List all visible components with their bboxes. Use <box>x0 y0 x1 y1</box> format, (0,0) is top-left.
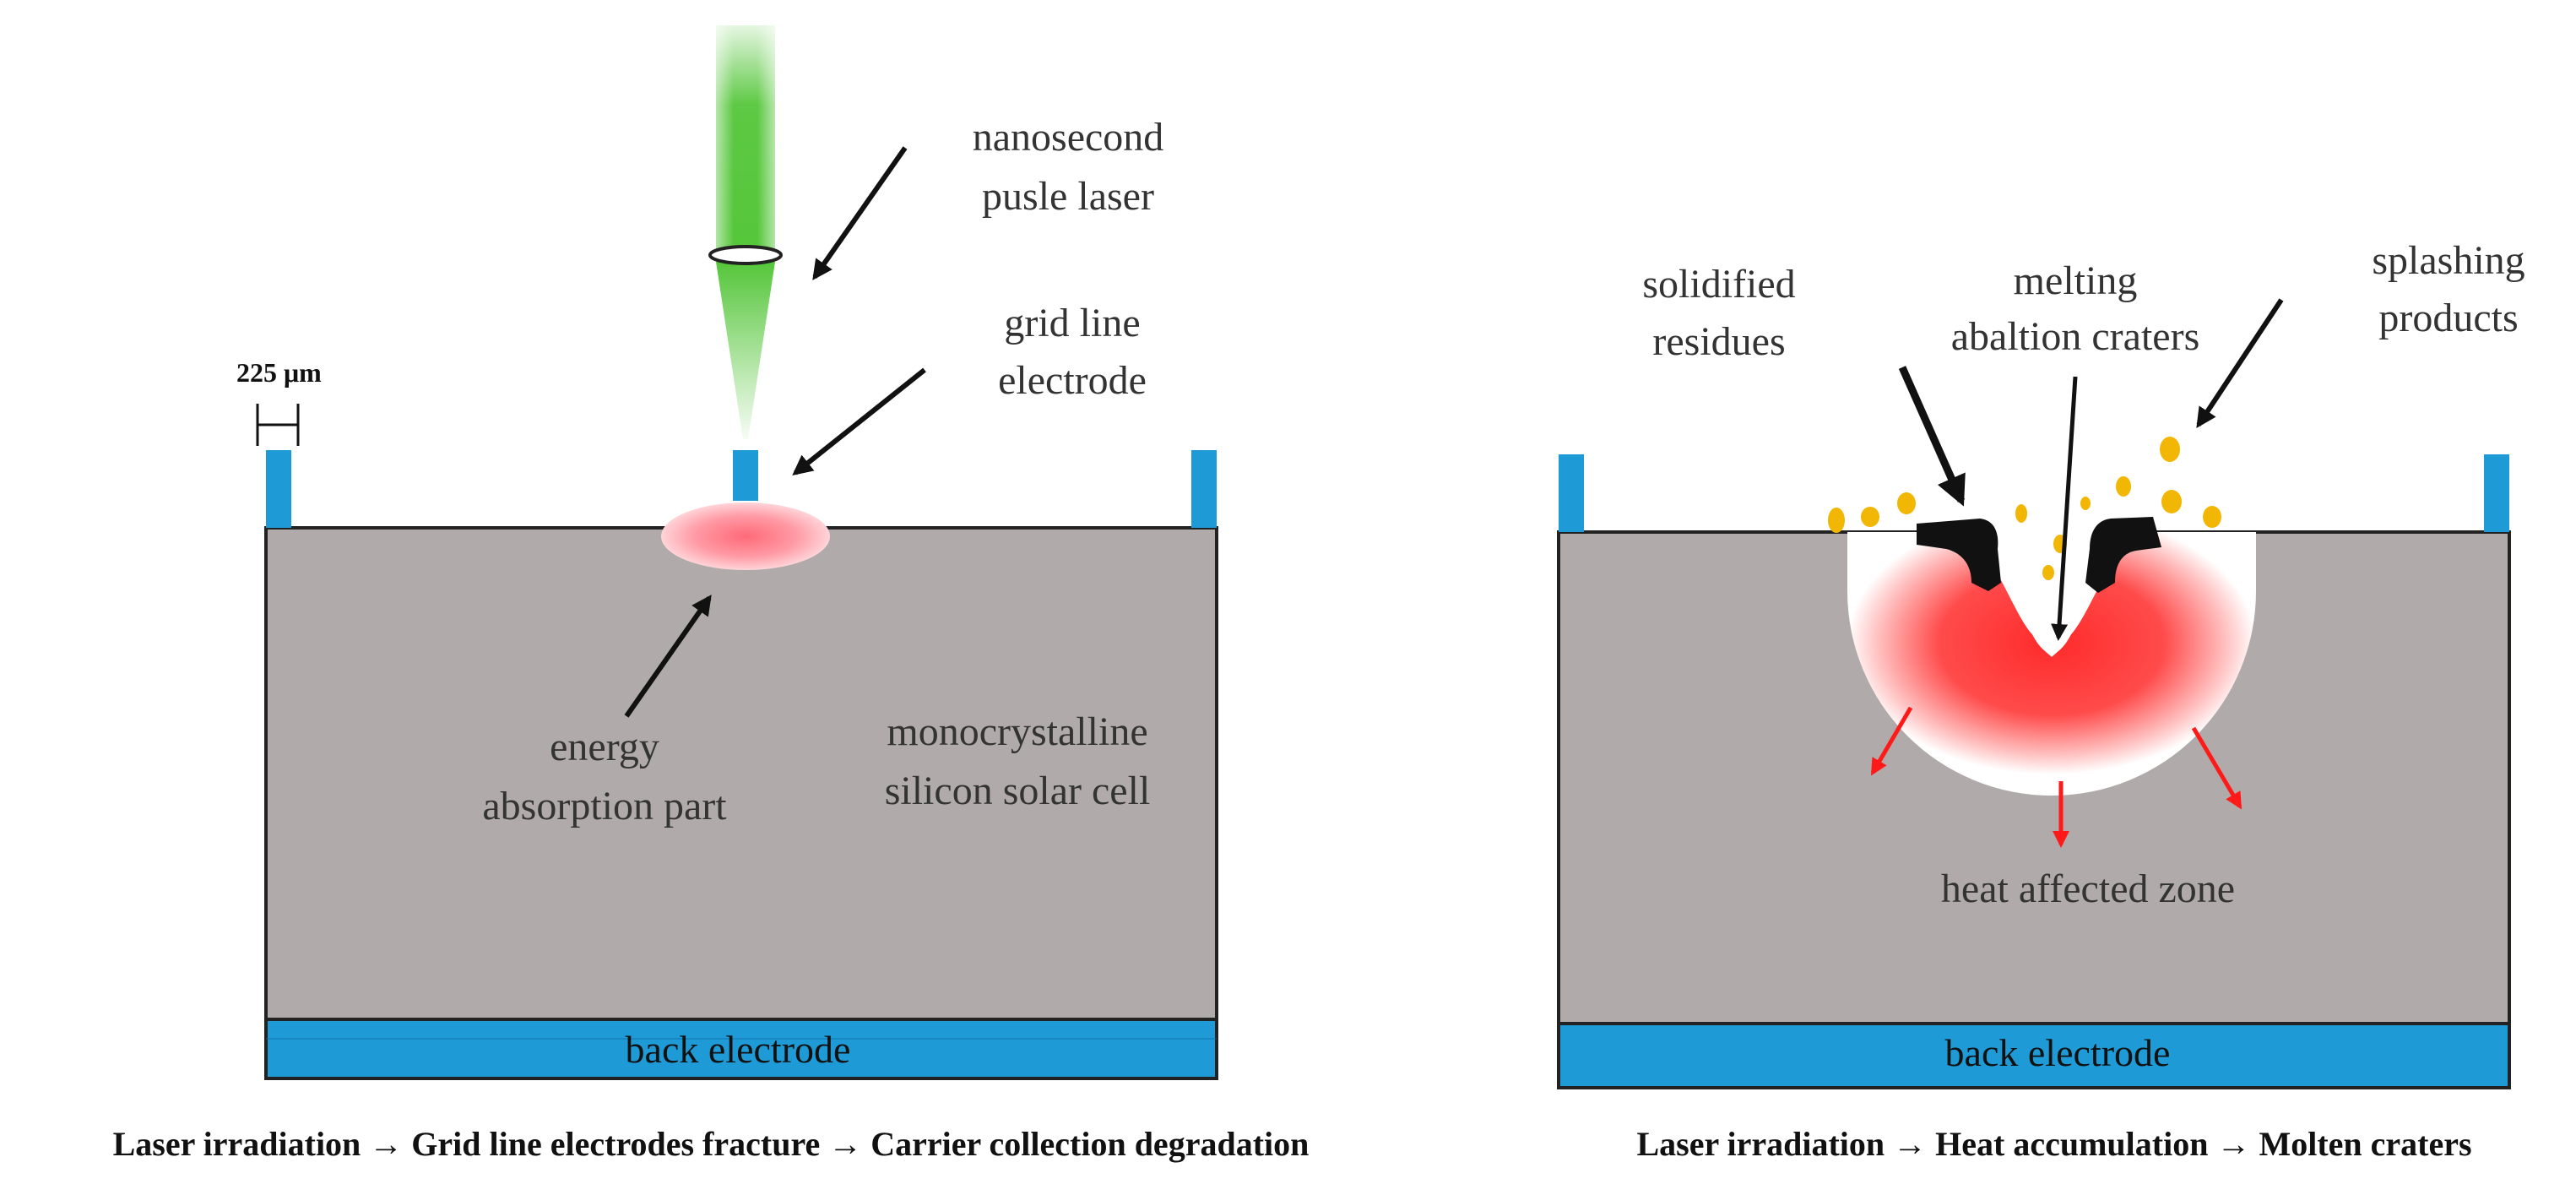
grid-electrode-right-panel-left <box>1559 454 1584 532</box>
energy-absorption-spot <box>661 502 830 570</box>
heat-zone-label: heat affected zone <box>1941 866 2235 911</box>
splash-label-line1: splashing <box>2372 238 2524 283</box>
cell-label-line2: silicon solar cell <box>885 769 1151 813</box>
scale-label: 225 μm <box>236 357 322 388</box>
residue-label-line1: solidified <box>1642 262 1795 307</box>
laser-label-line1: nanosecond <box>973 115 1164 160</box>
laser-beam <box>708 25 783 439</box>
back-electrode <box>264 1018 1218 1080</box>
solidified-residue-right <box>2085 517 2161 593</box>
grid-electrode-left <box>266 450 291 528</box>
energy-arrow <box>624 595 712 718</box>
cell-label-line1: monocrystalline <box>887 709 1147 754</box>
grid-label-line1: grid line <box>1004 301 1140 345</box>
silicon-cell-body <box>264 526 1218 1021</box>
crater-arrow <box>2051 376 2078 641</box>
solidified-residue-left <box>1917 519 2001 591</box>
left-caption: Laser irradiation → Grid line electrodes… <box>113 1125 1310 1163</box>
grid-arrow <box>792 367 926 475</box>
scale-bar: 225 μm <box>236 357 322 446</box>
laser-arrow <box>812 146 908 280</box>
energy-label-line1: energy <box>550 725 659 769</box>
heat-arrow-right <box>2191 726 2242 810</box>
crater-label-line2: abaltion craters <box>1951 314 2200 359</box>
heat-arrow-left <box>1870 706 1913 776</box>
grid-label-line2: electrode <box>998 358 1147 403</box>
left-panel: 225 μm nanosecond pusle laser grid line … <box>113 25 1310 1163</box>
back-electrode-right <box>1557 1022 2511 1089</box>
splash-label-line2: products <box>2378 296 2518 340</box>
grid-electrode-center <box>733 450 758 501</box>
laser-label-line2: pusle laser <box>982 174 1154 219</box>
residue-label-line2: residues <box>1652 319 1785 364</box>
splash-arrow <box>2196 298 2284 429</box>
right-panel: solidified residues melting abaltion cra… <box>1557 238 2525 1163</box>
crater-label-line1: melting <box>2014 258 2138 303</box>
right-caption: Laser irradiation → Heat accumulation → … <box>1636 1125 2471 1163</box>
residue-arrow <box>1898 366 1966 507</box>
focusing-lens <box>708 245 783 265</box>
grid-electrode-right <box>1191 450 1217 528</box>
energy-label-line2: absorption part <box>482 784 727 828</box>
back-electrode-label-right: back electrode <box>1945 1031 2171 1074</box>
grid-electrode-right-panel-right <box>2484 454 2509 532</box>
back-electrode-label-left: back electrode <box>626 1028 851 1071</box>
